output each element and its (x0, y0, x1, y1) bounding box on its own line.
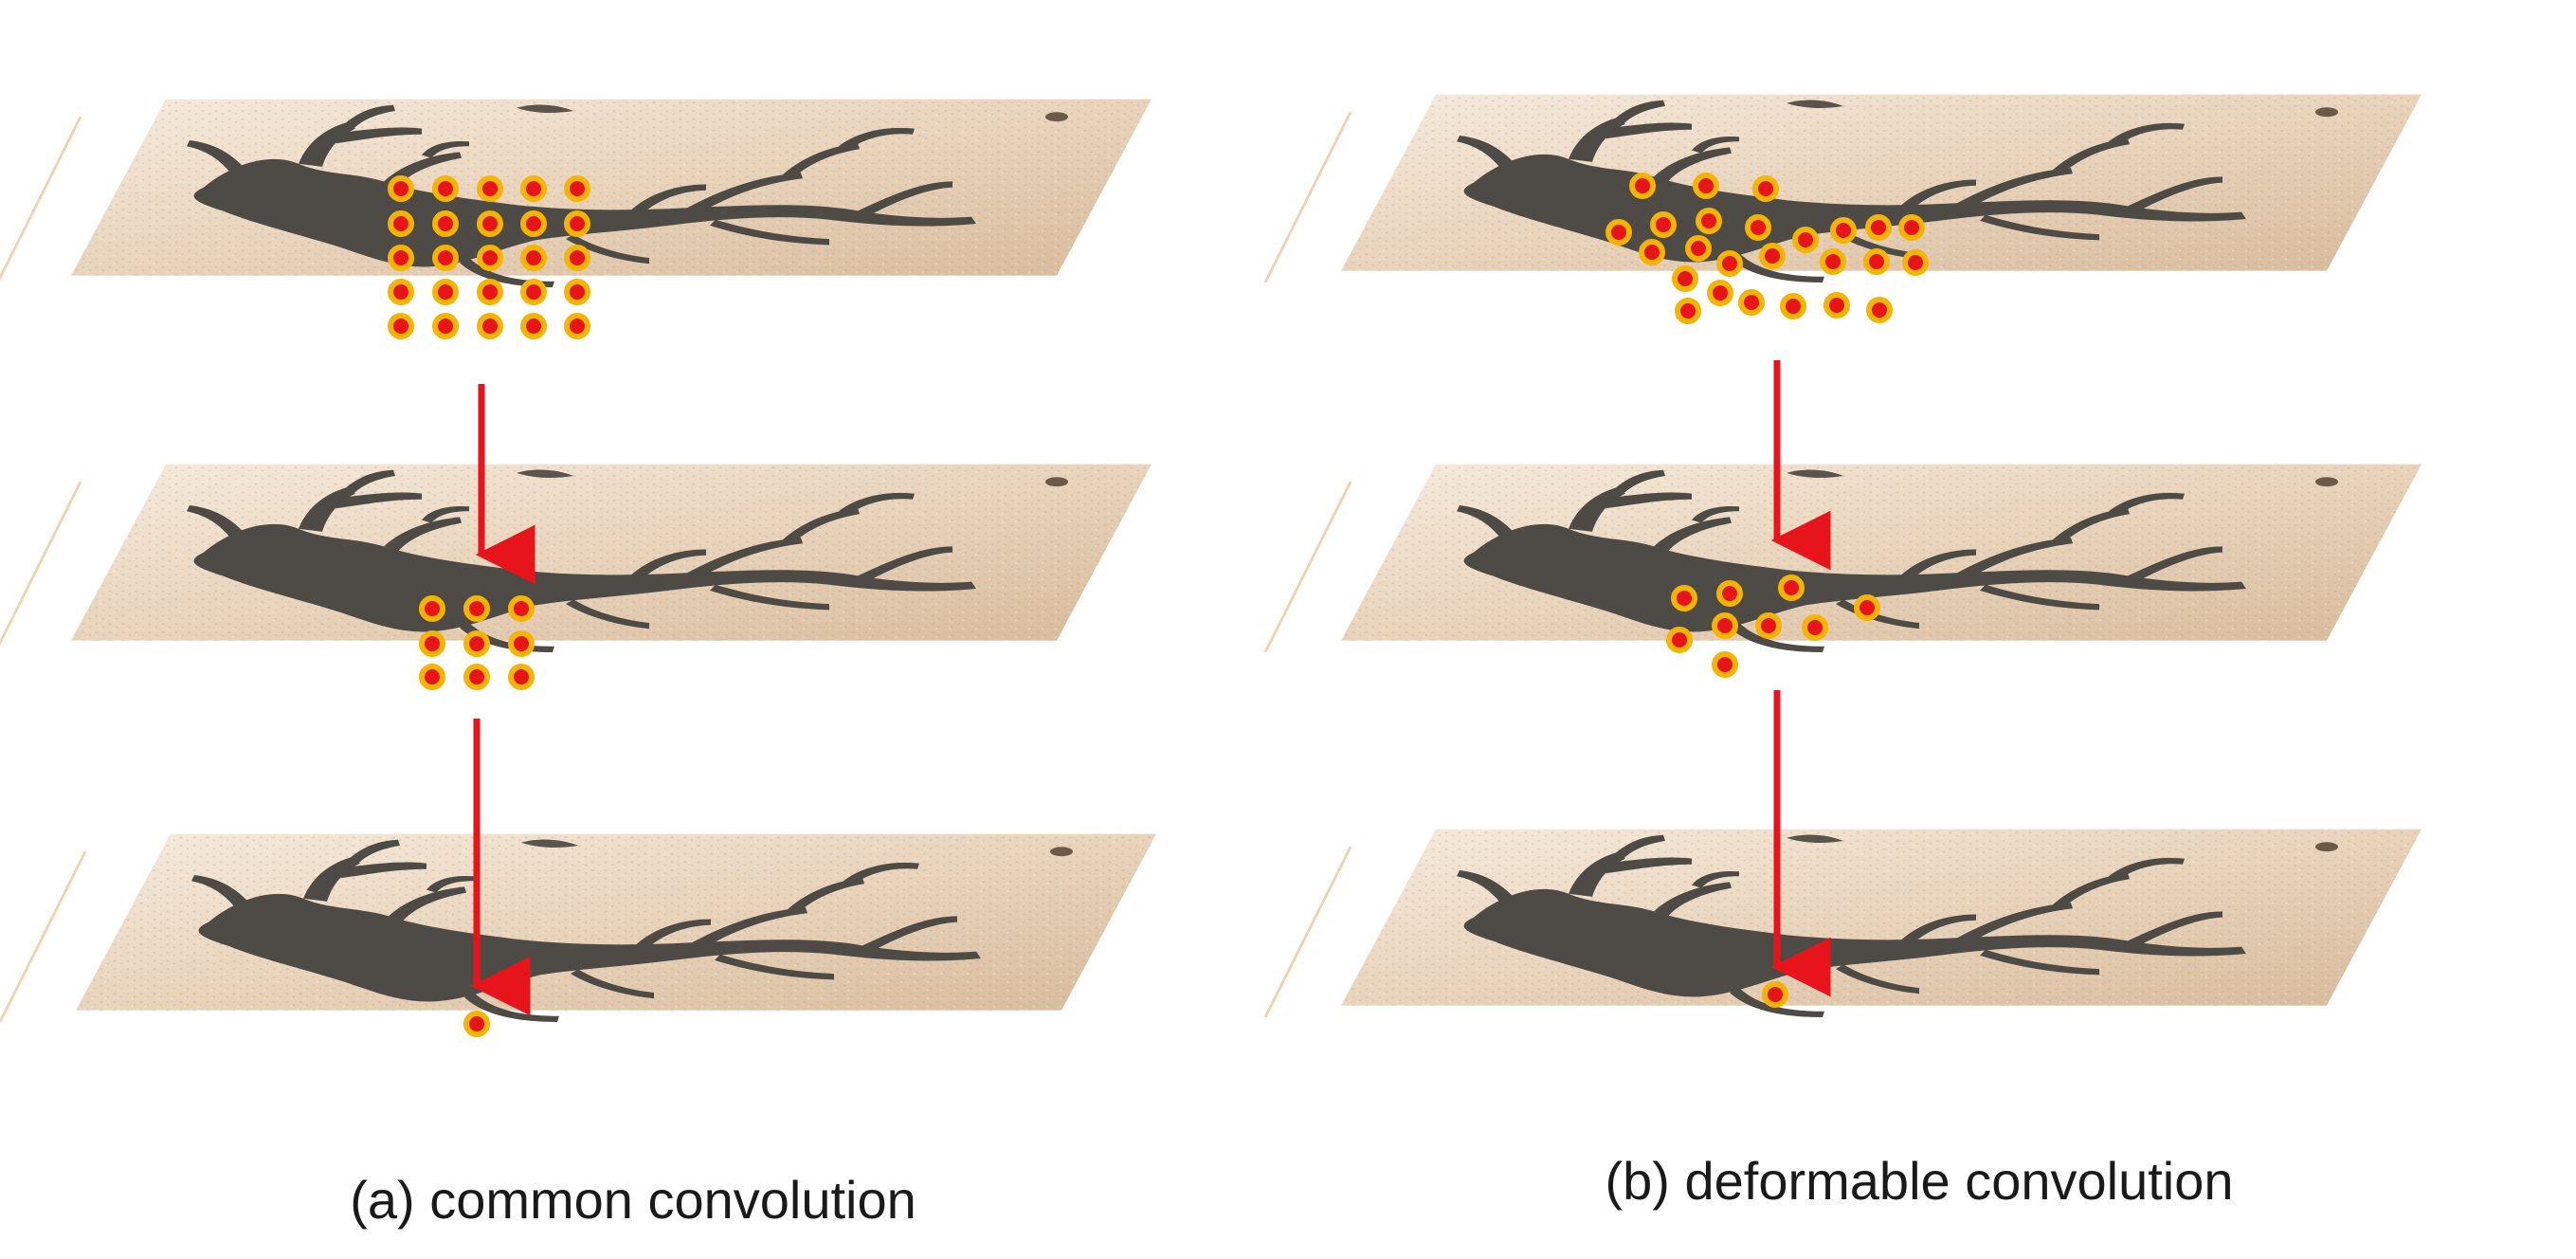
sampling-point (1866, 297, 1893, 323)
sampling-point (520, 313, 547, 339)
panel-a-layer-output (0, 832, 1158, 1024)
sampling-point (1671, 585, 1697, 611)
sampling-point (1639, 239, 1665, 265)
sampling-point (432, 313, 459, 339)
sampling-point (1759, 243, 1786, 269)
sampling-point (1863, 248, 1890, 275)
sampling-point (1802, 614, 1828, 641)
sampling-point (1902, 249, 1929, 276)
sampling-point (463, 595, 490, 622)
sampling-point (1854, 594, 1880, 621)
output-point (463, 1011, 490, 1037)
sampling-point (508, 630, 535, 657)
sampling-point (432, 175, 459, 202)
sampling-point (388, 313, 414, 339)
sampling-point (477, 210, 503, 237)
sampling-point (1780, 293, 1806, 319)
output-point (1762, 981, 1788, 1008)
sampling-point (1823, 292, 1850, 319)
sampling-point (1830, 217, 1857, 244)
sampling-point (477, 245, 503, 271)
sampling-point (1666, 627, 1693, 653)
sampling-point (388, 175, 414, 202)
sampling-point (1752, 175, 1779, 202)
sampling-point (1707, 280, 1733, 306)
sampling-point (1745, 214, 1771, 241)
sampling-point (432, 279, 459, 305)
panel-b-layer-intermediate (1263, 463, 2423, 654)
sampling-point (1712, 612, 1738, 639)
panel-a: (a) common convolution (0, 98, 1158, 1230)
sampling-point (520, 279, 547, 305)
sampling-point (1865, 214, 1892, 241)
panel-b-input-sampling-points (1605, 173, 1929, 324)
sampling-point (1696, 208, 1722, 234)
sampling-point (1629, 173, 1656, 199)
sampling-point (564, 210, 590, 237)
sampling-point (419, 595, 445, 622)
panel-a-output-point (463, 1011, 490, 1037)
sampling-point (1778, 575, 1805, 601)
panel-b-intermediate-sampling-points (1666, 575, 1880, 678)
sampling-point (463, 630, 490, 657)
sampling-point (520, 175, 547, 202)
sampling-point (463, 664, 490, 690)
sampling-point (508, 595, 535, 622)
sampling-point (477, 175, 503, 202)
sampling-point (419, 630, 445, 657)
sampling-point (388, 245, 414, 271)
sampling-point (477, 313, 503, 339)
panel-a-input-sampling-grid (388, 175, 590, 339)
panel-b: (b) deformable convolution (1263, 93, 2423, 1211)
panel-b-layer-output (1263, 828, 2423, 1019)
sampling-point (419, 664, 445, 690)
sampling-point (520, 210, 547, 237)
sampling-point (1898, 214, 1925, 241)
sampling-point (477, 279, 503, 305)
panel-b-output-point (1762, 981, 1788, 1008)
sampling-point (1605, 219, 1632, 246)
sampling-point (1650, 211, 1677, 238)
sampling-point (1716, 250, 1743, 277)
sampling-point (564, 279, 590, 305)
sampling-point (432, 245, 459, 271)
panel-a-layer-intermediate (0, 463, 1153, 654)
sampling-point (1672, 265, 1698, 292)
sampling-point (1685, 235, 1712, 262)
panel-a-intermediate-sampling-grid (419, 595, 535, 690)
panel-a-caption: (a) common convolution (350, 1170, 916, 1230)
sampling-point (1675, 298, 1701, 324)
sampling-point (508, 664, 535, 690)
sampling-point (1820, 248, 1846, 275)
sampling-point (564, 313, 590, 339)
sampling-point (1716, 580, 1743, 607)
sampling-point (1792, 227, 1819, 253)
sampling-point (564, 245, 590, 271)
panel-b-caption: (b) deformable convolution (1605, 1151, 2233, 1211)
sampling-point (388, 279, 414, 305)
sampling-point (432, 210, 459, 237)
sampling-point (564, 175, 590, 202)
sampling-point (1738, 289, 1765, 316)
sampling-point (520, 245, 547, 271)
sampling-point (1693, 173, 1719, 199)
sampling-point (1712, 651, 1738, 678)
sampling-point (388, 210, 414, 237)
sampling-point (1755, 612, 1782, 639)
